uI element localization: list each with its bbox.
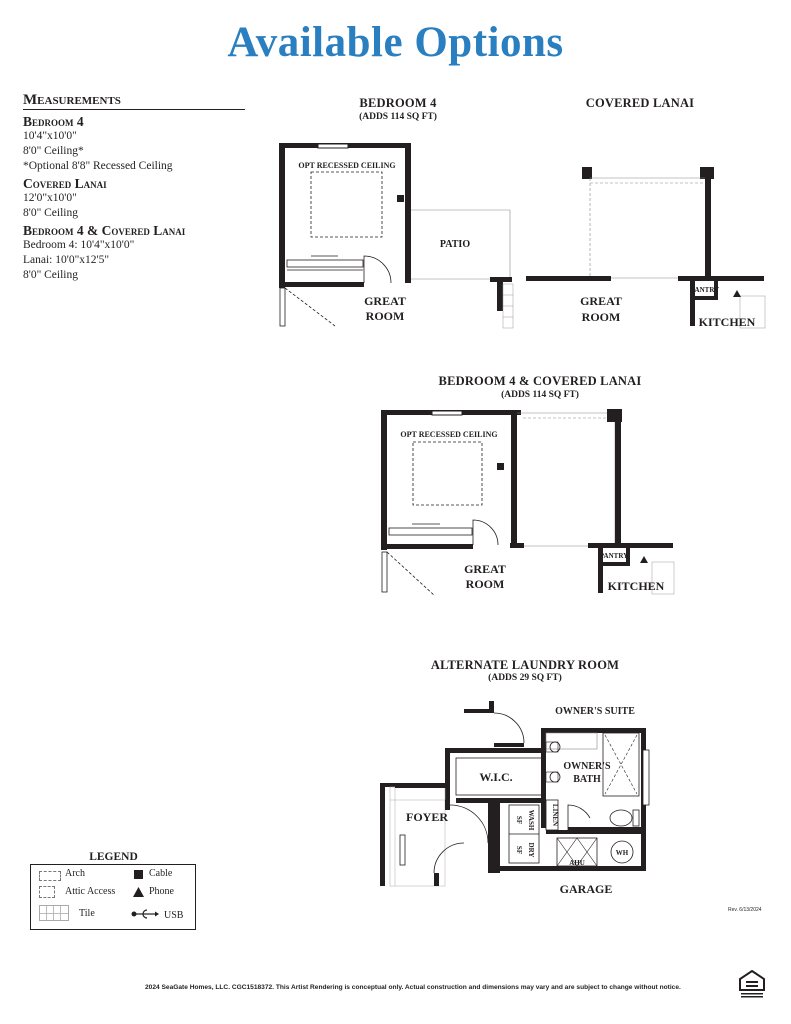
measurement-line: *Optional 8'8" Recessed Ceiling xyxy=(23,160,173,172)
bedroom4-plan xyxy=(279,143,514,329)
measurement-group-name: Bedroom 4 & Covered Lanai xyxy=(23,223,186,238)
bedroom4-patio-label: PATIO xyxy=(440,239,470,250)
laundry-sf-label: SF xyxy=(515,816,523,824)
legend-cable-label: Cable xyxy=(149,868,173,879)
phone-icon xyxy=(640,556,648,563)
legend-arch-label: Arch xyxy=(65,868,85,879)
measurement-line: 8'0" Ceiling xyxy=(23,269,79,281)
lanai-kitchen-label: KITCHEN xyxy=(699,315,756,329)
laundry-sf-label: SF xyxy=(515,846,523,854)
laundry-wh-label: WH xyxy=(616,849,629,857)
revision-date: Rev. 6/13/2024 xyxy=(728,907,762,913)
laundry-ahu-label: AHU xyxy=(569,859,585,867)
equal-housing-logo-icon xyxy=(739,970,765,998)
measurement-group-name: Bedroom 4 xyxy=(23,114,84,129)
combo-pantry-label: PANTRY xyxy=(600,552,628,560)
combo-ceiling-label: OPT RECESSED CEILING xyxy=(400,430,497,439)
lanai-plan xyxy=(526,167,766,329)
laundry-plan-title: ALTERNATE LAUNDRY ROOM xyxy=(430,658,620,672)
measurements-header: Measurements xyxy=(23,93,245,110)
laundry-wash-label: WASH xyxy=(527,810,535,831)
bedroom4-plan-title: BEDROOM 4 xyxy=(359,96,437,110)
measurement-line: Lanai: 10'0"x12'5" xyxy=(23,254,110,266)
cable-icon xyxy=(134,870,143,879)
combo-plan xyxy=(381,409,675,597)
laundry-linen-label: LINEN xyxy=(551,804,559,826)
lanai-plan-title: COVERED LANAI xyxy=(585,96,695,110)
phone-icon xyxy=(133,887,144,897)
combo-plan-subtitle: (ADDS 114 SQ FT) xyxy=(501,390,579,400)
measurement-line: 12'0"x10'0" xyxy=(23,192,77,204)
combo-room-label: ROOM xyxy=(466,577,505,591)
combo-kitchen-label: KITCHEN xyxy=(608,579,665,593)
laundry-wic-label: W.I.C. xyxy=(479,770,512,784)
measurement-group-name: Covered Lanai xyxy=(23,176,107,191)
legend-box: Arch Attic Access Tile Cable Phone USB xyxy=(30,864,196,930)
laundry-bath-label-2: BATH xyxy=(573,774,601,785)
measurement-line: 8'0" Ceiling* xyxy=(23,145,84,157)
legend-usb-label: USB xyxy=(164,910,184,921)
lanai-great-label: GREAT xyxy=(580,294,622,308)
laundry-garage-label: GARAGE xyxy=(560,882,613,896)
measurement-line: 8'0" Ceiling xyxy=(23,207,79,219)
laundry-plan xyxy=(380,701,650,887)
measurement-line: 10'4"x10'0" xyxy=(23,130,77,142)
bedroom4-room-label: ROOM xyxy=(366,309,405,323)
laundry-suite-label: OWNER'S SUITE xyxy=(555,706,635,717)
legend-tile-label: Tile xyxy=(79,908,95,919)
measurement-line: Bedroom 4: 10'4"x10'0" xyxy=(23,239,135,251)
page-title: Available Options xyxy=(227,19,564,66)
legend-phone-label: Phone xyxy=(149,886,174,897)
bedroom4-plan-subtitle: (ADDS 114 SQ FT) xyxy=(359,112,437,122)
lanai-room-label: ROOM xyxy=(582,310,621,324)
arch-swatch xyxy=(39,871,61,881)
bedroom4-ceiling-label: OPT RECESSED CEILING xyxy=(298,161,395,170)
usb-icon xyxy=(131,909,159,919)
laundry-foyer-label: FOYER xyxy=(406,810,448,824)
combo-plan-title: BEDROOM 4 & COVERED LANAI xyxy=(438,374,642,388)
lanai-pantry-label: PANTRY xyxy=(691,286,719,294)
measurements-panel: Measurements Bedroom 4 10'4"x10'0" 8'0" … xyxy=(23,93,245,283)
legend-attic-label: Attic Access xyxy=(65,886,116,897)
combo-great-label: GREAT xyxy=(464,562,506,576)
laundry-bath-label-1: OWNER'S xyxy=(563,761,611,772)
bedroom4-great-label: GREAT xyxy=(364,294,406,308)
phone-icon xyxy=(733,290,741,297)
tile-swatch xyxy=(39,905,69,921)
laundry-plan-subtitle: (ADDS 29 SQ FT) xyxy=(488,673,562,683)
attic-swatch xyxy=(39,886,55,898)
legend-title: LEGEND xyxy=(89,851,138,863)
footer-disclaimer: 2024 SeaGate Homes, LLC. CGC1518372. Thi… xyxy=(145,984,681,991)
laundry-dry-label: DRY xyxy=(527,843,535,858)
